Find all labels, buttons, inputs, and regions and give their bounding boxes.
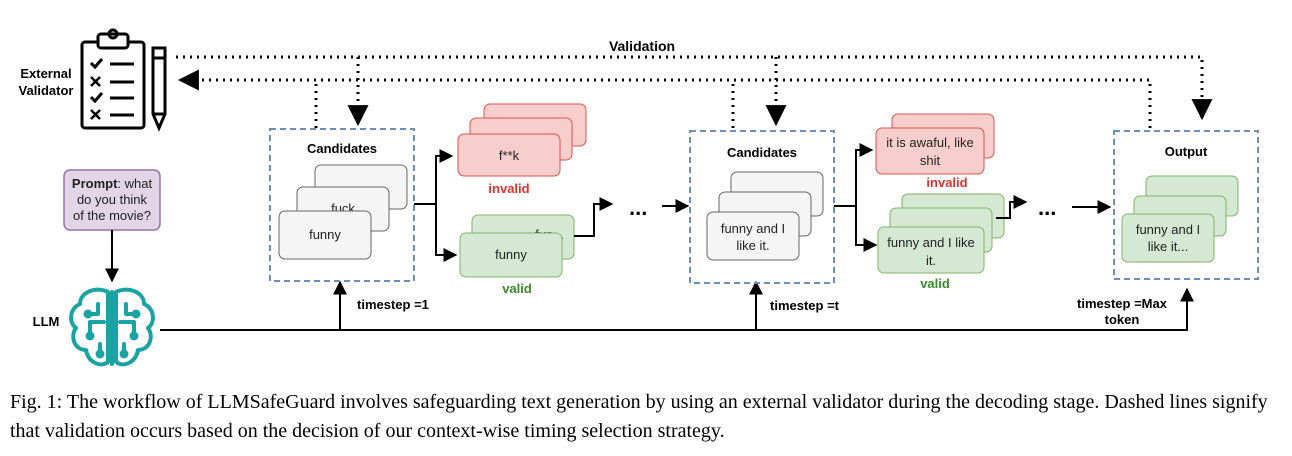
ellipsis-2: ... [1038, 195, 1056, 220]
output-box: Output funny and I like it... [1113, 130, 1259, 280]
prompt-box: Prompt: what do you think of the movie? [63, 169, 161, 231]
invalid-label-1: invalid [488, 181, 529, 196]
external-validator-label-2: Validator [19, 83, 74, 98]
workflow-diagram: External Validator Validation Prompt: wh… [19, 28, 1259, 367]
invalid-card-1: f**k [499, 148, 520, 163]
candidate-front-1: funny [309, 227, 341, 242]
invalid-label-2: invalid [926, 175, 967, 190]
figure-caption: Fig. 1: The workflow of LLMSafeGuard inv… [10, 391, 1268, 442]
output-title: Output [1165, 144, 1208, 159]
output-card-line2: like it... [1148, 239, 1188, 254]
candidates-title-2: Candidates [727, 145, 797, 160]
invalid-stack-2: it is awaful, like shit invalid [875, 113, 995, 190]
candidates-box-2: Candidates funny and I like it. [689, 130, 835, 284]
llm-label: LLM [33, 314, 60, 329]
continue-arrow-1 [574, 197, 614, 237]
invalid-card-2-line2: shit [920, 153, 941, 168]
candidate-front-2-line1: funny and I [721, 221, 785, 236]
continue-arrow-3 [996, 195, 1028, 219]
prompt-bold: Prompt [72, 176, 118, 191]
validation-label: Validation [609, 38, 675, 54]
output-card-line1: funny and I [1136, 222, 1200, 237]
split-arrows-1 [414, 149, 458, 262]
candidate-front-2-line2: like it. [736, 238, 769, 253]
candidates-box-1: Candidates fuck funny [269, 128, 415, 282]
timestep-max-label-2: token [1105, 312, 1140, 327]
prompt-line1: : what [117, 176, 152, 191]
valid-card-2-line2: it. [926, 253, 936, 268]
invalid-card-2-line1: it is awaful, like [886, 135, 973, 150]
valid-card-2-line1: funny and I like [887, 235, 974, 250]
valid-label-1: valid [502, 281, 532, 296]
valid-label-2: valid [920, 276, 950, 291]
prompt-line2: do you think [77, 192, 148, 207]
prompt-line3: of the movie? [73, 208, 151, 223]
timestep-t-label: timestep =t [770, 298, 840, 313]
pencil-icon [151, 46, 167, 132]
candidates-title-1: Candidates [307, 141, 377, 156]
llm-brain-circuit-icon [69, 287, 155, 367]
valid-card-1: funny [495, 247, 527, 262]
validation-dotted-lines [176, 55, 1213, 128]
valid-stack-1: fun... funny valid [459, 214, 575, 296]
timestep-max-label-1: timestep =Max [1077, 296, 1168, 311]
clipboard-checklist-icon [80, 28, 146, 130]
ellipsis-1: ... [629, 195, 647, 220]
invalid-stack-1: f**k invalid [457, 103, 587, 196]
split-arrows-2 [834, 143, 878, 252]
timestep-1-label: timestep =1 [357, 297, 429, 312]
llm-timeline [160, 280, 1194, 331]
valid-stack-2: funny and I like it. valid [877, 193, 1005, 291]
external-validator-label-1: External [20, 66, 71, 81]
svg-text:Prompt: what: Prompt: what [72, 176, 153, 191]
